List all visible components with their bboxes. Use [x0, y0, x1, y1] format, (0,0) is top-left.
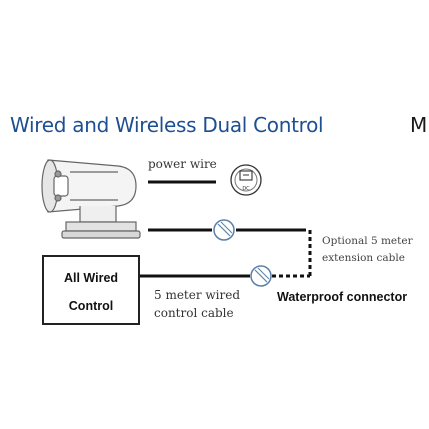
- wired-cable-label: 5 meter wired control cable: [154, 286, 240, 322]
- control-box-line1: All Wired: [63, 271, 119, 285]
- optional-extension-line2: extension cable: [322, 252, 405, 264]
- dc-connector-icon: [230, 164, 262, 196]
- power-wire-label: power wire: [148, 157, 217, 171]
- searchlight-icon: [41, 159, 141, 239]
- diagram-title: Wired and Wireless Dual Control: [10, 113, 324, 137]
- dc-label: DC: [242, 186, 250, 192]
- optional-extension-line1: Optional 5 meter: [322, 235, 413, 247]
- wired-cable-line1: 5 meter wired: [154, 288, 241, 302]
- title-next-panel-fragment: M: [410, 113, 428, 137]
- waterproof-connector-icon-upper: [213, 219, 235, 241]
- wired-control-box: All Wired Control: [42, 255, 140, 325]
- waterproof-connector-label: Waterproof connector: [277, 290, 408, 304]
- control-box-line2: Control: [68, 299, 114, 313]
- wired-cable-line2: control cable: [154, 306, 234, 320]
- waterproof-connector-icon-lower: [250, 265, 272, 287]
- optional-extension-label: Optional 5 meter extension cable: [322, 233, 413, 267]
